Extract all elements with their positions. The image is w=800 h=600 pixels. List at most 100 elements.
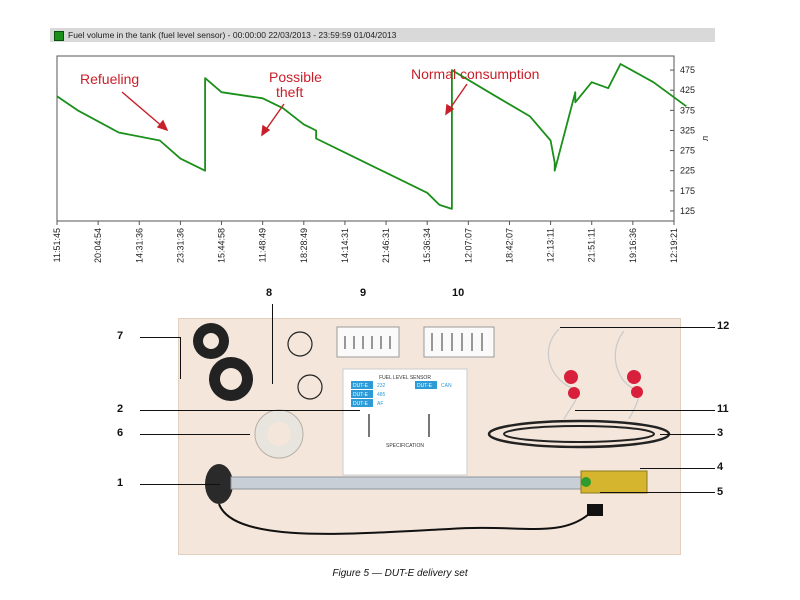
screws-icon <box>344 336 391 349</box>
callout-2: 2 <box>117 403 124 415</box>
y-tick-label: 475 <box>680 65 695 75</box>
chart-title: Fuel volume in the tank (fuel level sens… <box>68 30 397 40</box>
model-tag <box>415 381 437 389</box>
figure-caption: Figure 5 — DUT-E delivery set <box>332 568 468 579</box>
delivery-set-photo: FUEL LEVEL SENSOR DUT-E 232 DUT-E 485 DU… <box>178 318 681 555</box>
x-tick-label: 19:16:36 <box>628 228 638 263</box>
callout-12: 12 <box>717 320 730 332</box>
screws-bag-icon <box>336 326 400 358</box>
model-tag <box>351 390 373 398</box>
annotation-refueling: Refueling <box>80 71 139 87</box>
callout-8: 8 <box>266 287 273 299</box>
y-tick-label: 375 <box>680 105 695 115</box>
x-tick-label: 11:51:45 <box>52 228 62 262</box>
seal-icon <box>627 370 641 384</box>
model-value: 485 <box>377 392 386 398</box>
sheet-subtitle: SPECIFICATION <box>386 443 424 449</box>
self-tapping-screws-bag-icon <box>423 326 495 358</box>
callout-1: 1 <box>117 477 124 489</box>
model-tag <box>351 399 373 407</box>
x-tick-label: 15:36:34 <box>422 228 432 263</box>
model-value: CAN <box>441 383 452 389</box>
arrow-refueling <box>121 91 164 128</box>
callout-5: 5 <box>717 486 724 498</box>
leader-7-down <box>180 337 181 379</box>
arrow-normal <box>448 83 468 111</box>
y-tick-label: 425 <box>680 85 695 95</box>
leader-2 <box>140 410 360 411</box>
model-label: DUT-E <box>353 392 369 398</box>
model-value: AF <box>377 401 383 407</box>
gaskets-icon <box>193 323 253 401</box>
callout-9: 9 <box>360 287 367 299</box>
y-axis-label: л <box>700 136 710 141</box>
leader-5 <box>600 492 715 493</box>
model-label: DUT-E <box>353 401 369 407</box>
callout-7: 7 <box>117 330 124 342</box>
x-tick-label: 15:44:58 <box>217 228 227 263</box>
model-label: DUT-E <box>417 383 433 389</box>
y-tick-label: 275 <box>680 146 695 156</box>
sensor-ring-icon <box>581 477 591 487</box>
series-layer <box>56 63 687 210</box>
y-tick-label: 225 <box>680 166 695 176</box>
x-tick-label: 12:13:11 <box>546 228 556 262</box>
annotation-normal-consumption: Normal consumption <box>411 66 539 82</box>
x-tick-label: 14:31:36 <box>134 228 144 263</box>
callout-6: 6 <box>117 427 124 439</box>
chart-header-bar: Fuel volume in the tank (fuel level sens… <box>50 28 715 42</box>
sheet-title: FUEL LEVEL SENSOR <box>379 375 431 381</box>
self-tapping-screws-icon <box>431 333 483 351</box>
y-tick-label: 175 <box>680 186 695 196</box>
y-tick-label: 325 <box>680 125 695 135</box>
leader-6 <box>140 434 250 435</box>
o-ring-icon <box>287 331 313 357</box>
x-tick-label: 21:51:11 <box>587 228 597 262</box>
callout-3: 3 <box>717 427 724 439</box>
x-tick-label: 18:42:07 <box>504 228 514 263</box>
seal-plug-icon <box>631 386 643 398</box>
x-tick-label: 11:48:49 <box>258 228 268 262</box>
connector-icon <box>587 504 603 516</box>
arrowhead-refueling <box>156 119 169 132</box>
callout-10: 10 <box>452 287 465 299</box>
x-tick-label: 21:46:31 <box>381 228 391 263</box>
cable-coil-icon <box>503 425 655 443</box>
model-tag <box>351 381 373 389</box>
x-tick-label: 14:14:31 <box>340 228 350 263</box>
arrowhead-normal <box>445 103 455 116</box>
callout-11: 11 <box>717 403 729 415</box>
model-label: DUT-E <box>353 383 369 389</box>
leader-12 <box>560 327 715 328</box>
x-tick-label: 18:28:49 <box>299 228 309 263</box>
annotation-theft: theft <box>276 84 303 100</box>
x-tick-label: 12:19:21 <box>669 228 679 263</box>
y-tick-label: 125 <box>680 206 695 216</box>
leader-1 <box>140 484 220 485</box>
x-tick-label: 23:31:36 <box>175 228 185 263</box>
delivery-set-illustration: FUEL LEVEL SENSOR DUT-E 232 DUT-E 485 DU… <box>193 323 671 535</box>
sensor-tube-icon <box>230 476 582 490</box>
cable-coil-icon <box>487 419 671 449</box>
sensor-cable-icon <box>218 503 590 535</box>
leader-11 <box>575 410 715 411</box>
o-ring-icon <box>297 374 323 400</box>
legend-swatch <box>54 31 64 41</box>
leader-4 <box>640 468 715 469</box>
leader-3 <box>660 434 715 435</box>
x-tick-label: 12:07:07 <box>463 228 473 263</box>
annotation-possible: Possible <box>269 69 322 85</box>
annotation-layer: Refueling Possible theft Normal consumpt… <box>80 66 539 137</box>
sensor-sketch-icon <box>368 414 430 437</box>
annotation-arrows <box>121 83 468 137</box>
seal-plug-icon <box>568 387 580 399</box>
plot-frame <box>56 55 675 222</box>
mounting-flange-icon <box>254 409 304 459</box>
model-value: 232 <box>377 383 386 389</box>
arrow-theft <box>264 103 285 132</box>
leader-8 <box>272 304 273 384</box>
leader-7 <box>140 337 180 338</box>
seal-icon <box>564 370 578 384</box>
